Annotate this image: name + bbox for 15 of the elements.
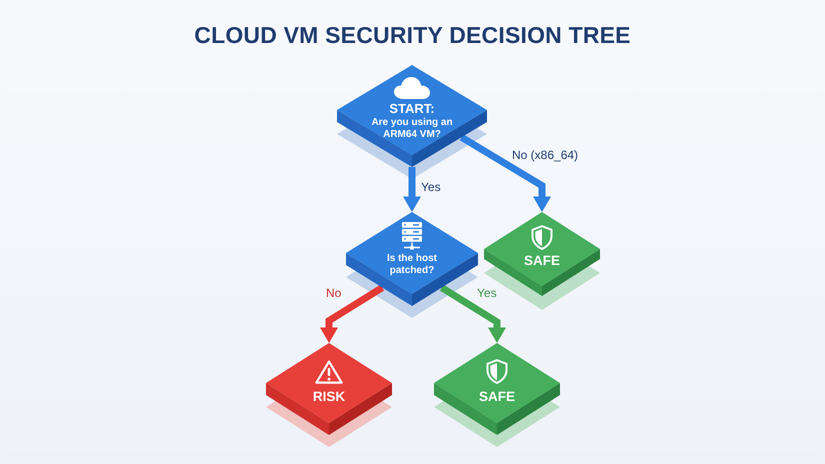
question-text: Is the host patched? bbox=[386, 253, 438, 277]
arrow bbox=[320, 284, 384, 343]
edge-label: No (x86_64) bbox=[512, 148, 578, 162]
outcome-label: SAFE bbox=[478, 389, 516, 405]
outcome-label: RISK bbox=[312, 389, 346, 405]
arrow bbox=[440, 284, 506, 343]
arrow bbox=[403, 167, 421, 212]
outcome-label: SAFE bbox=[523, 253, 561, 269]
edge-label: Yes bbox=[477, 286, 497, 300]
arrow bbox=[460, 134, 551, 212]
question-text: Are you using an ARM64 VM? bbox=[370, 117, 454, 141]
edge-label: Yes bbox=[421, 180, 441, 194]
start-heading: START: bbox=[388, 101, 436, 116]
edge-label: No bbox=[326, 286, 342, 300]
title: CLOUD VM SECURITY DECISION TREE bbox=[194, 21, 631, 49]
